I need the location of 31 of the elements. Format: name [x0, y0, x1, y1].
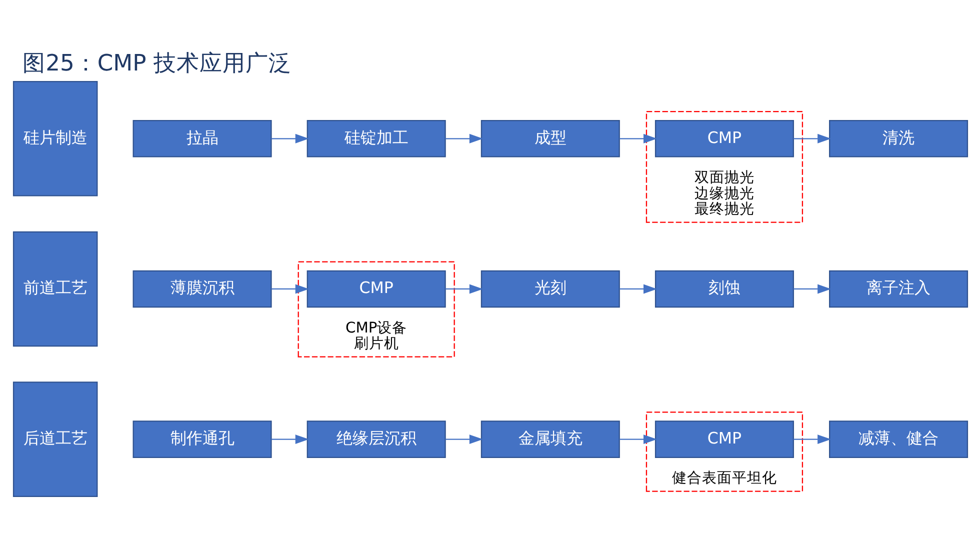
node-box: 清洗 [828, 120, 968, 157]
arrow [270, 434, 308, 444]
node-box: 成型 [480, 120, 620, 157]
arrow [444, 133, 483, 143]
arrow [444, 434, 483, 444]
node-box: 制作通孔 [132, 420, 272, 458]
arrow [270, 284, 308, 294]
node-box: 光刻 [480, 270, 620, 308]
arrow [270, 133, 308, 143]
node-box: 拉晶 [132, 120, 272, 157]
node-box: 硅锭加工 [306, 120, 446, 157]
arrow [618, 284, 657, 294]
node-box: 薄膜沉积 [132, 270, 272, 308]
node-box: 减薄、健合 [828, 420, 968, 458]
arrow [618, 434, 657, 444]
arrow [618, 133, 657, 143]
arrow [444, 284, 483, 294]
node-box: 前道工艺 [12, 230, 98, 346]
arrow [793, 434, 831, 444]
node-box: 离子注入 [828, 270, 968, 308]
node-box: CMP [654, 420, 794, 458]
node-box: 后道工艺 [12, 381, 98, 496]
node-box: CMP [654, 120, 794, 157]
arrow [793, 133, 831, 143]
node-box: 绝缘层沉积 [306, 420, 446, 458]
node-box: 硅片制造 [12, 80, 98, 196]
node-box: 刻蚀 [654, 270, 794, 308]
node-box: 金属填充 [480, 420, 620, 458]
arrow [793, 284, 831, 294]
node-box: CMP [306, 270, 446, 308]
diagram-title: 图25：CMP 技术应用广泛 [22, 50, 291, 76]
